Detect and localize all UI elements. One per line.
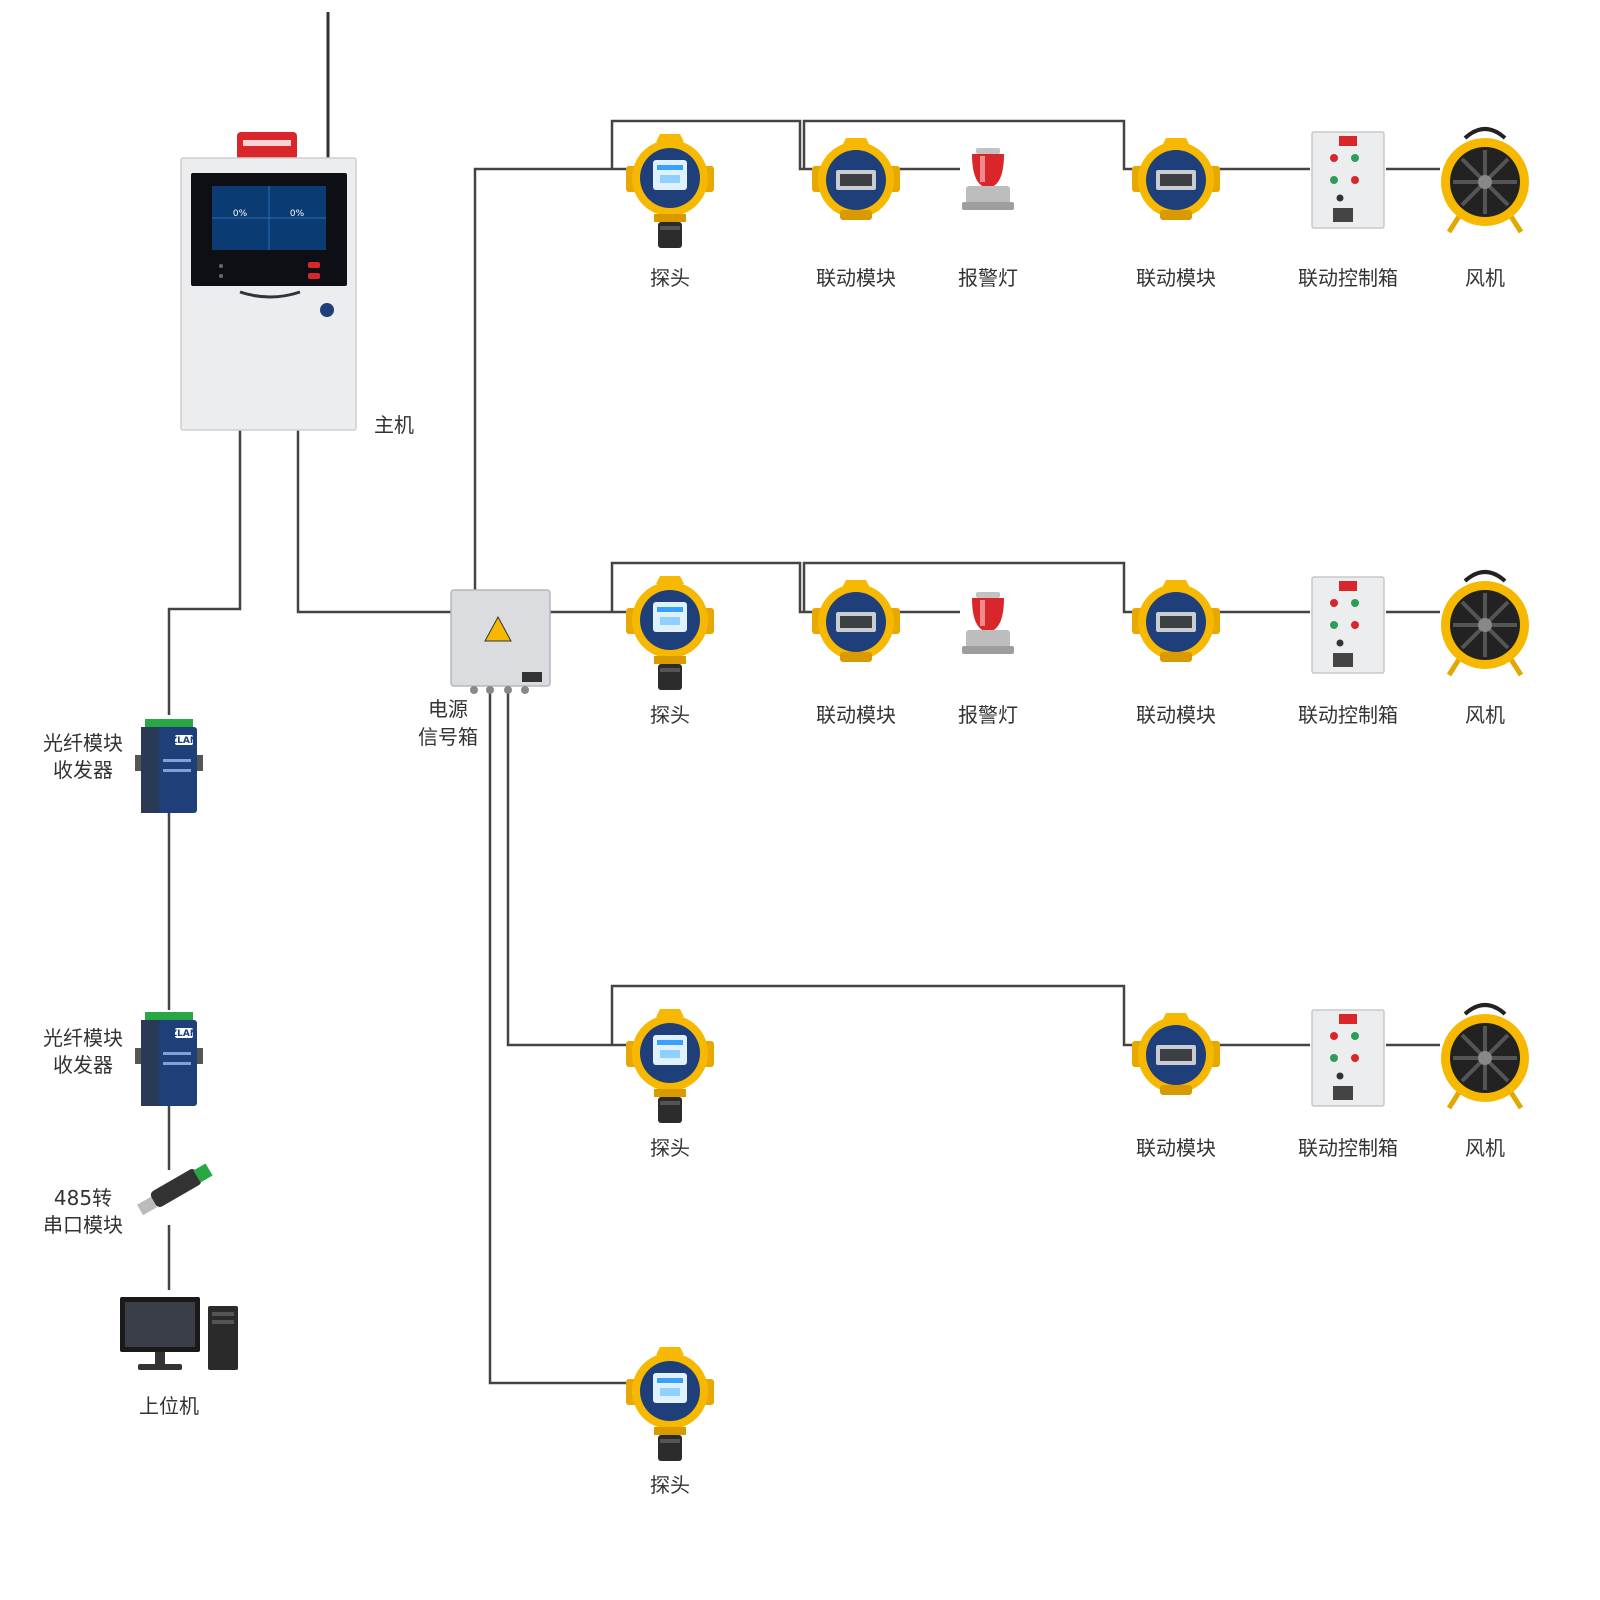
fan-icon [1441,1005,1529,1108]
alarm-lamp-icon [962,148,1014,210]
fan-icon [1441,129,1529,232]
linkage-module-icon [812,580,900,662]
row2-control-box-label: 联动控制箱 [1298,703,1398,727]
brand-label: ZLAN [171,1029,198,1039]
row2-alarm-label: 报警灯 [958,703,1018,727]
row1-probe-label: 探头 [650,266,690,290]
brand-label: ZLAN [171,736,198,746]
rs485-label-1: 485转 [54,1186,112,1210]
row4-probe-label: 探头 [650,1473,690,1497]
row1-module-b-label: 联动模块 [1136,266,1216,290]
row3-control-box-label: 联动控制箱 [1298,1136,1398,1160]
fiber-1-label-2: 收发器 [53,758,113,782]
rs485-label-2: 串口模块 [43,1213,123,1237]
fiber-1-label-1: 光纤模块 [43,731,123,755]
linkage-module-icon [812,138,900,220]
host-value-1: 0% [233,209,248,219]
linkage-module-icon [1132,580,1220,662]
fiber-2-label-2: 收发器 [53,1053,113,1077]
linkage-module-icon [1132,138,1220,220]
row1-module-a-label: 联动模块 [816,266,896,290]
gas-detector-icon [626,1009,714,1123]
pc-label: 上位机 [139,1394,199,1418]
row1-fan-label: 风机 [1465,266,1505,290]
fiber-2-label-1: 光纤模块 [43,1026,123,1050]
gas-detector-icon [626,576,714,690]
gas-detector-icon [626,134,714,248]
host-label: 主机 [374,413,414,437]
row1-control-box-label: 联动控制箱 [1298,266,1398,290]
control-cabinet-icon [1311,1009,1385,1107]
junction-box-icon [450,589,551,694]
row3-probe-label: 探头 [650,1136,690,1160]
power-box-label-1: 电源 [428,697,468,721]
host-value-2: 0% [290,209,305,219]
fan-icon [1441,572,1529,675]
row2-probe-label: 探头 [650,703,690,727]
fiber-transceiver-icon: ZLAN [135,1012,203,1106]
host-controller-icon: 0% 0% [180,12,357,431]
computer-icon [120,1297,238,1370]
row1-alarm-label: 报警灯 [958,266,1018,290]
row3-module-b-label: 联动模块 [1136,1136,1216,1160]
warning-light-icon [237,132,297,160]
row3-fan-label: 风机 [1465,1136,1505,1160]
row2-module-b-label: 联动模块 [1136,703,1216,727]
usb-converter-icon [137,1163,213,1216]
connection-wires [167,119,1440,1385]
power-box-label-2: 信号箱 [418,725,478,749]
fiber-transceiver-icon: ZLAN [135,719,203,813]
control-cabinet-icon [1311,576,1385,674]
row2-module-a-label: 联动模块 [816,703,896,727]
alarm-lamp-icon [962,592,1014,654]
linkage-module-icon [1132,1013,1220,1095]
gas-detector-icon [626,1347,714,1461]
row2-fan-label: 风机 [1465,703,1505,727]
control-cabinet-icon [1311,131,1385,229]
